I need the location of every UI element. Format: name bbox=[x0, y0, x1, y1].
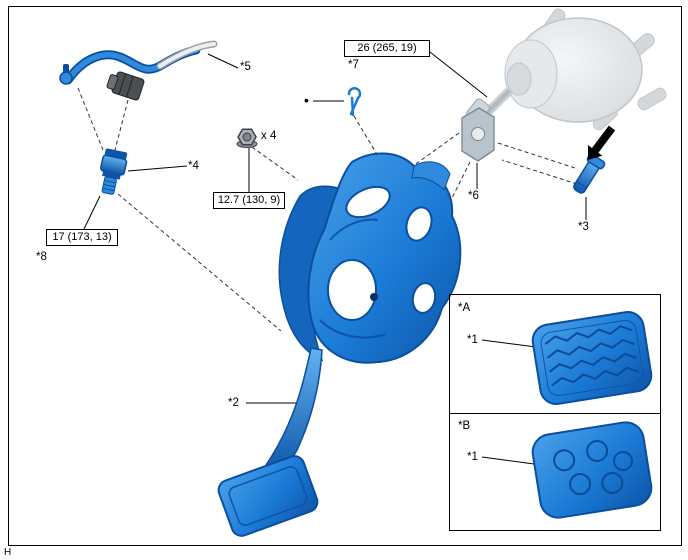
callout-variant-a: *A bbox=[458, 302, 471, 314]
pedal-pad bbox=[217, 455, 319, 537]
brake-booster-ghost-illustration bbox=[481, 8, 667, 131]
callout-switch-spec: *8 bbox=[36, 251, 47, 263]
pedal-arm bbox=[264, 347, 323, 478]
clevis-illustration bbox=[461, 98, 495, 162]
pivot-bolt bbox=[370, 293, 378, 301]
page-section-letter: H bbox=[4, 547, 12, 558]
pedal-assembly-illustration bbox=[217, 152, 462, 537]
clevis-pin-illustration bbox=[573, 153, 606, 194]
callout-clevis-spec: *7 bbox=[348, 59, 359, 71]
callout-variant-b-part: *1 bbox=[467, 451, 478, 463]
torque-spec-mounting-nut: 12.7 (130, 9) bbox=[213, 192, 285, 209]
torque-spec-stop-light-switch: 17 (173, 13) bbox=[46, 229, 118, 246]
stop-light-switch-illustration bbox=[100, 148, 128, 195]
callout-wire-harness: *5 bbox=[240, 61, 251, 73]
harness-grommet bbox=[59, 64, 73, 85]
pedal-pad-variant-a-illustration bbox=[531, 311, 653, 405]
callout-pedal-assembly: *2 bbox=[228, 397, 239, 409]
diagram-border bbox=[8, 6, 682, 546]
callout-variant-b: *B bbox=[458, 420, 471, 432]
torque-spec-clevis-locknut: 26 (265, 19) bbox=[344, 40, 430, 57]
bullet-marker: • bbox=[304, 92, 309, 108]
pedal-pad-variant-b-illustration bbox=[531, 421, 653, 519]
retaining-clip-illustration bbox=[347, 87, 362, 117]
callout-clevis: *6 bbox=[468, 190, 479, 202]
harness-connector bbox=[106, 71, 145, 101]
callout-stop-light-switch: *4 bbox=[188, 160, 199, 172]
callout-variant-a-part: *1 bbox=[467, 334, 478, 346]
pad-variant-inset-box: *A *1 *B *1 bbox=[449, 294, 661, 531]
callout-leader-lines bbox=[83, 51, 587, 465]
mounting-nut-illustration bbox=[236, 128, 258, 148]
inset-divider bbox=[449, 413, 661, 414]
nut-quantity-label: x 4 bbox=[261, 130, 277, 142]
direction-arrow-icon bbox=[588, 125, 616, 160]
callout-clevis-pin: *3 bbox=[578, 221, 589, 233]
wire-harness-illustration bbox=[59, 40, 218, 101]
